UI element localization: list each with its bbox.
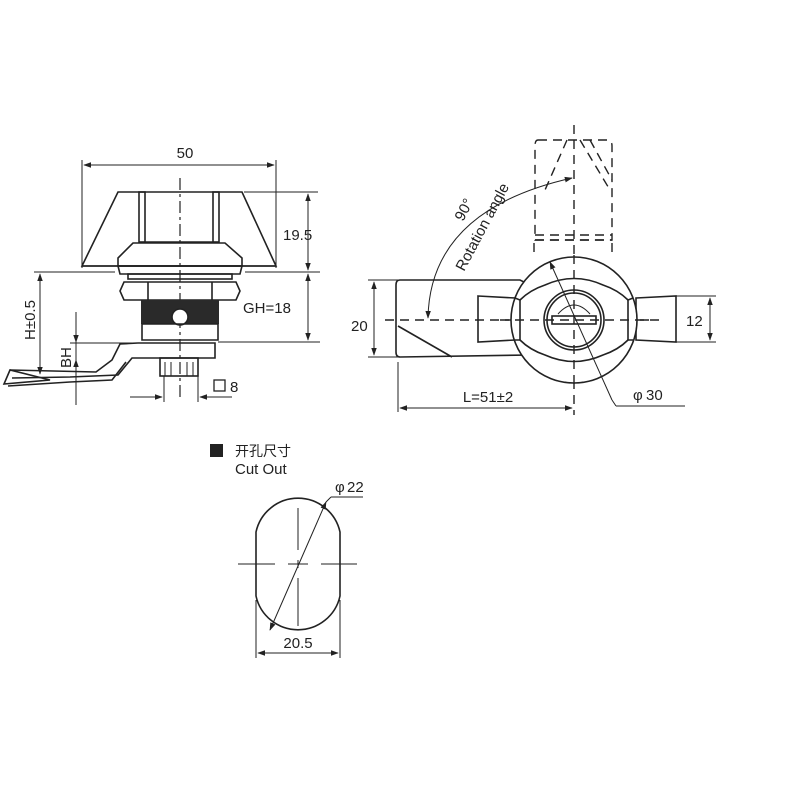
dimension-diameter-22: 22: [347, 479, 364, 496]
rotation-angle-label: Rotation angle: [453, 180, 513, 273]
front-view: 20 12 L=51±2 φ 30 90° Rotation angle: [351, 125, 716, 415]
dimension-20: 20: [351, 318, 368, 335]
dimension-12: 12: [686, 313, 703, 330]
side-view: 50 19.5 GH=18: [2, 145, 320, 405]
dimension-bh: BH: [58, 347, 75, 368]
diameter-symbol-30: φ: [633, 387, 643, 404]
dimension-diameter-30: 30: [646, 387, 663, 404]
dimension-50: 50: [177, 145, 194, 162]
square-symbol-icon: [213, 379, 226, 392]
cutout-title-en: Cut Out: [235, 461, 288, 478]
dimension-gh-18: GH=18: [243, 300, 291, 317]
dimension-h: H±0.5: [22, 300, 39, 340]
black-square-icon: [210, 444, 223, 457]
dimension-length: L=51±2: [463, 389, 513, 406]
dimension-20-5: 20.5: [283, 635, 312, 652]
dimension-19-5: 19.5: [283, 227, 312, 244]
dimension-square-8: 8: [230, 379, 238, 396]
cutout-title-cn: 开孔尺寸: [235, 443, 291, 459]
diameter-symbol-22: φ: [335, 479, 345, 496]
rotation-degree: 90°: [452, 196, 478, 224]
cutout-view: 开孔尺寸 Cut Out φ 22 20.5: [210, 443, 364, 658]
